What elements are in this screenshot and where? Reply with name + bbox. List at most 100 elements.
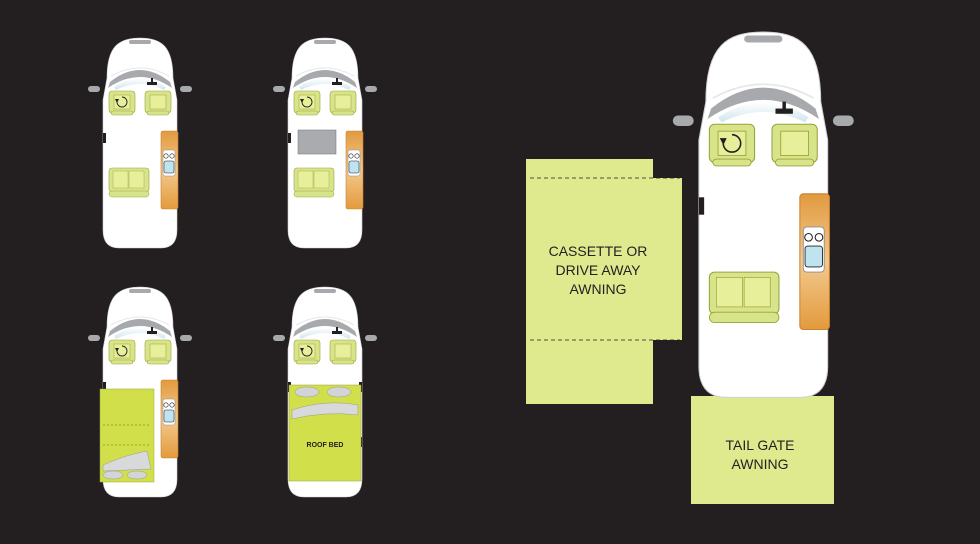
bed-sheet xyxy=(102,450,152,472)
bench-back xyxy=(108,190,150,198)
rear-view-mirror xyxy=(332,82,342,85)
mirror-left xyxy=(88,335,100,341)
seat-back xyxy=(146,110,170,116)
roof-vent-icon xyxy=(744,35,783,43)
mirror-right xyxy=(365,86,377,92)
bench-cushion-right xyxy=(743,276,771,308)
roof-vent-icon xyxy=(129,40,151,44)
seat-back xyxy=(331,359,355,365)
dining-table xyxy=(297,129,337,155)
seat-cushion xyxy=(334,343,352,359)
stove-icon xyxy=(163,153,169,159)
hood-line xyxy=(295,67,355,77)
seat-cushion xyxy=(149,343,167,359)
van-layout-roof-bed: ROOF BED xyxy=(273,286,377,498)
roof-vent-icon xyxy=(129,289,151,293)
bench-back xyxy=(293,190,335,198)
seat-back xyxy=(712,158,752,167)
swivel-arrow-head xyxy=(300,348,304,352)
windscreen-frame xyxy=(108,70,172,88)
seat-back xyxy=(110,359,134,365)
seat-back xyxy=(295,359,319,365)
pillow-left xyxy=(294,386,320,398)
bench-back xyxy=(708,311,780,324)
seat-back xyxy=(146,359,170,365)
door-handle-left xyxy=(288,133,291,143)
seat-back xyxy=(775,158,815,167)
seat-cushion xyxy=(149,94,167,110)
tail-gate-awning: TAIL GATE AWNING xyxy=(691,396,834,504)
swivel-arrow-head xyxy=(300,99,304,103)
van-layout-large xyxy=(672,31,854,398)
pillow-right xyxy=(126,470,148,480)
stove-icon xyxy=(163,402,169,408)
stove-icon-2 xyxy=(169,153,175,159)
rotate-arrow-icon xyxy=(116,96,128,108)
rotate-arrow-icon xyxy=(301,345,313,357)
mirror-left xyxy=(273,335,285,341)
mirror-right xyxy=(180,335,192,341)
side-awning-label-line-3: AWNING xyxy=(569,281,626,297)
mirror-left xyxy=(273,86,285,92)
sink-icon xyxy=(163,160,175,174)
hood-line xyxy=(712,83,815,99)
hood-line xyxy=(110,316,170,326)
side-awning-label-line-1: CASSETTE OR xyxy=(549,243,648,259)
hood-line xyxy=(295,316,355,326)
mirror-right xyxy=(832,115,854,126)
tail-awning-label-line-1: TAIL GATE xyxy=(726,437,795,453)
door-handle-left xyxy=(698,197,705,215)
seat-back xyxy=(331,110,355,116)
mirror-right xyxy=(365,335,377,341)
windscreen-frame xyxy=(707,87,819,119)
stove-icon xyxy=(804,232,813,242)
swivel-arrow-head xyxy=(719,138,727,146)
stove-icon-2 xyxy=(814,232,824,242)
mirror-stem xyxy=(336,78,338,83)
roof-bed-sheet xyxy=(291,402,359,420)
side-awning-label-line-2: DRIVE AWAY xyxy=(555,262,641,278)
rear-view-mirror xyxy=(147,331,157,334)
mirror-stem xyxy=(782,101,786,111)
seat-cushion xyxy=(780,130,809,156)
swivel-arrow-head xyxy=(115,99,119,103)
door-handle-left xyxy=(103,133,106,143)
bench-cushion-right xyxy=(313,170,330,189)
van-layout-table xyxy=(273,37,377,249)
stove-icon-2 xyxy=(169,402,175,408)
bench-cushion-left xyxy=(112,170,129,189)
mirror-stem xyxy=(336,327,338,332)
pillow-left xyxy=(102,470,124,480)
sink-icon xyxy=(348,160,360,174)
seat-cushion xyxy=(334,94,352,110)
pillow-right xyxy=(326,386,352,398)
side-awning: CASSETTE OR DRIVE AWAY AWNING xyxy=(526,159,682,404)
rotate-arrow-icon xyxy=(722,133,742,153)
mirror-stem xyxy=(151,78,153,83)
mirror-left xyxy=(88,86,100,92)
bench-cushion-left xyxy=(715,276,743,308)
rear-view-mirror xyxy=(147,82,157,85)
van-layout-seating-lounge xyxy=(88,37,192,249)
stove-icon xyxy=(348,153,354,159)
rear-view-mirror xyxy=(332,331,342,334)
sink-icon xyxy=(163,409,175,423)
roof-bed xyxy=(288,384,362,482)
seat-back xyxy=(110,110,134,116)
rotate-arrow-icon xyxy=(301,96,313,108)
door-handle-left xyxy=(103,382,106,392)
swivel-arrow-head xyxy=(115,348,119,352)
bench-cushion-left xyxy=(297,170,314,189)
roof-vent-icon xyxy=(314,289,336,293)
roof-bed-label: ROOF BED xyxy=(307,442,344,449)
rear-view-mirror xyxy=(775,108,793,114)
rotate-arrow-icon xyxy=(116,345,128,357)
sink-icon xyxy=(804,245,823,268)
seat-back xyxy=(295,110,319,116)
van-layout-bed xyxy=(88,286,192,498)
windscreen-frame xyxy=(293,70,357,88)
mirror-right xyxy=(180,86,192,92)
windscreen-frame xyxy=(108,319,172,337)
hood-line xyxy=(110,67,170,77)
windscreen-frame xyxy=(293,319,357,337)
